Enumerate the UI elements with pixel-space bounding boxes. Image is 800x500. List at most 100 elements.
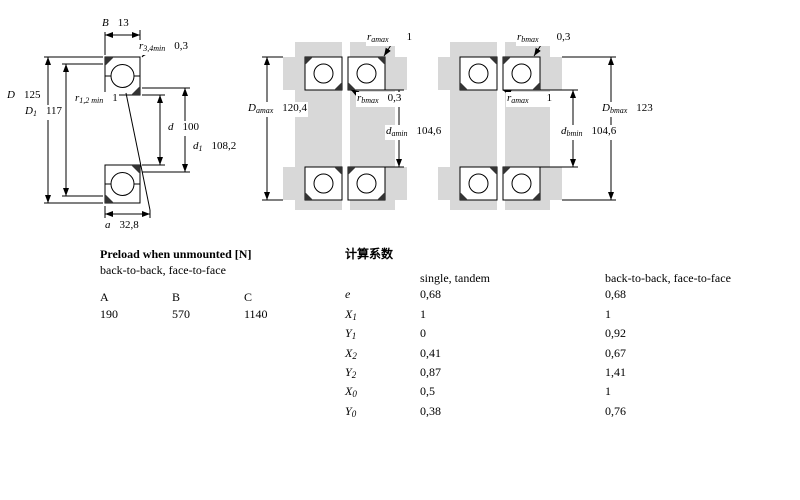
- factor-value-paired: 1: [605, 384, 611, 399]
- dim-value: 104,6: [416, 125, 442, 137]
- factors-header-single-tandem: single, tandem: [420, 271, 490, 285]
- dim-value: 104,6: [591, 125, 617, 137]
- preload-subtitle: back-to-back, face-to-face: [100, 263, 226, 277]
- factor-value-single: 0,5: [420, 384, 435, 399]
- preload-col-header-A: A: [100, 290, 109, 304]
- dim-subscript: bmax: [609, 106, 628, 115]
- dim-symbol: r: [367, 31, 372, 43]
- factor-value-paired: 0,68: [605, 287, 626, 302]
- dim-symbol: D: [7, 89, 15, 101]
- dim-value: 13: [117, 17, 129, 29]
- contact-angle-line: [125, 92, 151, 211]
- single-bearing-ring-hatch: [105, 57, 140, 203]
- dim-symbol: D: [248, 102, 256, 114]
- dim-label-D1: D1 117: [24, 105, 64, 120]
- factors-header-spacer: [345, 270, 420, 286]
- dim-value: 123: [636, 102, 653, 114]
- dim-label-r12min: r1,2 min 1: [74, 92, 119, 107]
- dim-symbol: D: [602, 102, 610, 114]
- factor-value-paired: 1: [605, 306, 611, 321]
- dim-subscript: 1: [32, 109, 37, 118]
- dim-value: 1: [112, 92, 118, 104]
- factor-symbol-X0: X0: [345, 384, 357, 400]
- factor-value-single: 0,41: [420, 345, 441, 360]
- dim-label-Damax: Damax 120,4: [247, 102, 309, 117]
- dim-label-B: B 13: [101, 17, 130, 32]
- dim-label-damin: damin 104,6: [385, 125, 443, 140]
- preload-title: Preload when unmounted [N]: [100, 247, 252, 261]
- factor-value-paired: 1,41: [605, 365, 626, 380]
- dim-subscript: amax: [255, 106, 274, 115]
- dim-symbol: r: [517, 31, 522, 43]
- dim-label-Dbmax: Dbmax 123: [601, 102, 654, 117]
- single-bearing-raceway-lines: [105, 75, 140, 185]
- dim-symbol: d: [168, 121, 174, 133]
- pair1-ring-hatch: [305, 57, 385, 200]
- dim-label-a: a 32,8: [104, 219, 140, 234]
- factor-symbol-X1: X1: [345, 306, 357, 322]
- dim-subscript: bmax: [521, 35, 539, 44]
- factor-value-single: 0,87: [420, 365, 441, 380]
- pair2-dimensions: [502, 44, 616, 201]
- factor-value-single: 0: [420, 326, 426, 341]
- dim-value: 0,3: [387, 92, 402, 104]
- pair1-bearing-blocks: [304, 56, 386, 201]
- preload-value-A: 190: [100, 307, 118, 321]
- dim-symbol: r: [139, 40, 144, 52]
- factor-symbol-Y0: Y0: [345, 403, 357, 419]
- pair2-ring-hatch: [460, 57, 540, 200]
- dim-label-ramax-df: ramax 1: [506, 92, 554, 107]
- dim-label-D: D 125: [6, 89, 42, 104]
- dim-label-r34min: r3,4min 0,3: [138, 40, 190, 55]
- single-bearing-drawing: [104, 56, 141, 204]
- dim-value: 32,8: [119, 219, 139, 231]
- dim-value: 120,4: [282, 102, 308, 114]
- factor-value-single: 1: [420, 306, 426, 321]
- dim-subscript: bmin: [566, 129, 583, 138]
- dim-subscript: 1,2 min: [79, 96, 104, 105]
- preload-col-header-B: B: [172, 290, 181, 304]
- dim-value: 1: [406, 31, 413, 43]
- dim-subscript: 3,4min: [143, 44, 166, 53]
- preload-table: Preload when unmounted [N] back-to-back,…: [100, 247, 316, 322]
- factor-value-paired: 0,67: [605, 345, 626, 360]
- dim-value: 100: [182, 121, 200, 133]
- dim-label-d1: d1 108,2: [192, 140, 238, 155]
- dim-symbol: r: [75, 92, 80, 104]
- dim-symbol: d: [561, 125, 567, 137]
- dim-value: 117: [45, 105, 63, 117]
- dim-symbol: r: [507, 92, 512, 104]
- factor-value-paired: 0,92: [605, 326, 626, 341]
- calculation-factors-table: 计算系数 single, tandem back-to-back, face-t…: [345, 247, 800, 422]
- dim-symbol: d: [386, 125, 392, 137]
- factor-symbol-Y2: Y2: [345, 365, 357, 381]
- dim-subscript: 1: [198, 144, 203, 153]
- dim-value: 1: [546, 92, 553, 104]
- dim-value: 108,2: [211, 140, 237, 152]
- factor-symbol-X2: X2: [345, 345, 357, 361]
- dim-value: 125: [23, 89, 41, 101]
- dim-label-dbmin: dbmin 104,6: [560, 125, 618, 140]
- dim-symbol: D: [25, 105, 33, 117]
- dim-symbol: d: [193, 140, 199, 152]
- factor-value-single: 0,68: [420, 287, 441, 302]
- dim-symbol: r: [357, 92, 362, 104]
- factors-title: 计算系数: [345, 247, 394, 261]
- factor-symbol-Y1: Y1: [345, 326, 357, 342]
- dim-subscript: amin: [391, 129, 408, 138]
- dim-subscript: bmax: [361, 96, 379, 105]
- preload-col-header-C: C: [244, 290, 253, 304]
- factor-value-single: 0,38: [420, 403, 441, 418]
- dim-symbol: a: [105, 219, 111, 231]
- dim-subscript: amax: [511, 96, 529, 105]
- dim-label-rbmax-db: rbmax 0,3: [356, 92, 403, 107]
- dim-symbol: B: [102, 17, 109, 29]
- factor-symbol-e: e: [345, 287, 351, 302]
- dim-value: 0,3: [174, 40, 189, 52]
- pair2-center-gap: [497, 42, 505, 210]
- pair2-bearing-blocks: [459, 56, 541, 201]
